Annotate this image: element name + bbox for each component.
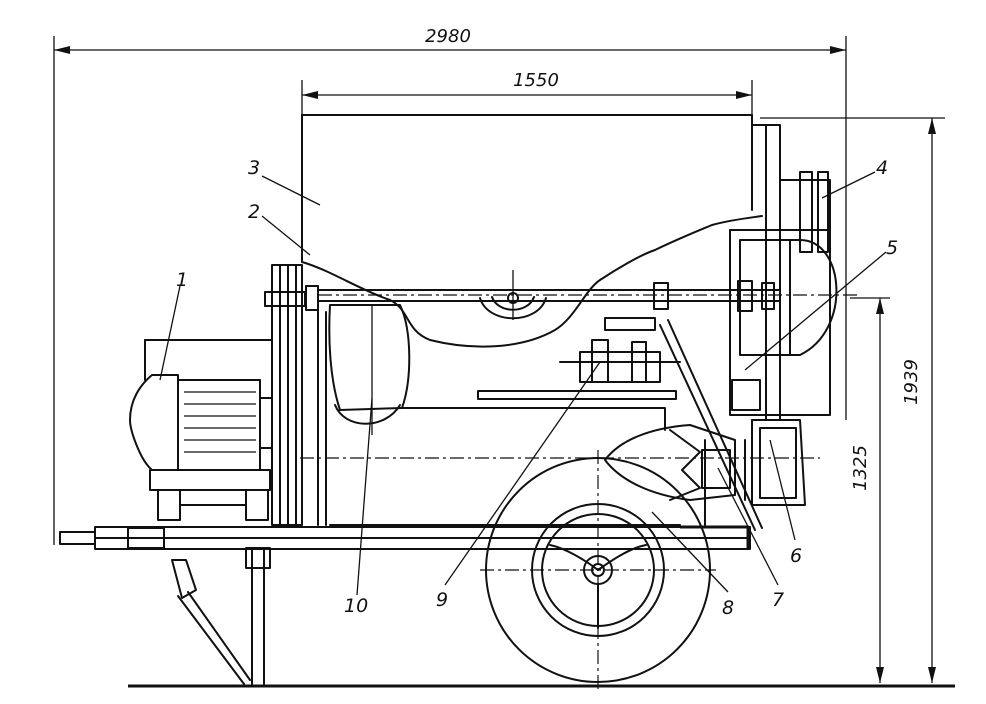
- hopper-body: [301, 114, 763, 348]
- callout-7: 7: [772, 589, 784, 611]
- dimension-overall-length: 2980: [425, 26, 471, 47]
- trailer-frame: [59, 525, 751, 687]
- callout-5: 5: [886, 237, 898, 259]
- shaft-assembly: [305, 280, 860, 400]
- callout-4: 4: [876, 157, 888, 179]
- drive-pulley: [264, 264, 306, 526]
- leader-lines: [159, 171, 887, 596]
- dimension-overall-height: 1939: [901, 359, 922, 405]
- electric-motor: [129, 339, 273, 521]
- callout-9: 9: [436, 589, 448, 611]
- callout-8: 8: [722, 597, 734, 619]
- right-assembly: [604, 124, 838, 531]
- callout-2: 2: [248, 201, 260, 223]
- callout-1: 1: [176, 269, 188, 291]
- main-drum: [300, 304, 820, 526]
- callout-3: 3: [248, 157, 260, 179]
- dimension-lines: [53, 36, 945, 683]
- wheel: [480, 450, 716, 690]
- callout-10: 10: [344, 595, 368, 617]
- callout-6: 6: [790, 545, 802, 567]
- dimension-body-length: 1550: [513, 70, 559, 91]
- dimension-axis-height: 1325: [850, 445, 871, 491]
